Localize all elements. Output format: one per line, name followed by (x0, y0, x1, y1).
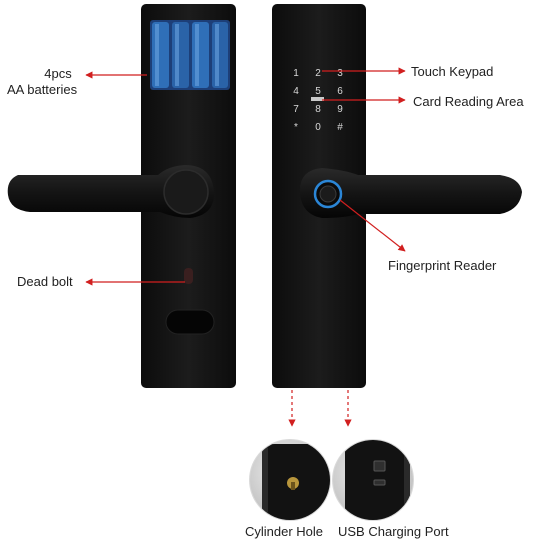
keypad-key: 7 (293, 104, 299, 115)
fingerprint-reader-label: Fingerprint Reader (388, 258, 497, 273)
usb-charging-port-label: USB Charging Port (338, 524, 449, 539)
card-reading-area-label: Card Reading Area (413, 94, 524, 109)
keypad-key: # (337, 122, 343, 133)
front-panel: 1 2 3 4 5 6 7 8 9 * 0 # (272, 4, 522, 388)
keypad-key: * (294, 122, 298, 133)
keypad-key: 5 (315, 86, 321, 97)
usb-port-detail (332, 439, 414, 521)
battery-compartment (150, 20, 230, 90)
touch-keypad: 1 2 3 4 5 6 7 8 9 * 0 # (293, 68, 343, 133)
rear-handle (7, 165, 215, 218)
batteries-label-line1: 4pcs (44, 66, 72, 81)
dead-bolt-label: Dead bolt (17, 274, 73, 289)
keypad-key: 2 (315, 68, 321, 79)
keypad-key: 4 (293, 86, 299, 97)
keypad-key: 8 (315, 104, 321, 115)
rear-slot (165, 309, 215, 335)
keypad-key: 1 (293, 68, 299, 79)
cylinder-hole-label: Cylinder Hole (245, 524, 324, 539)
usb-port (373, 460, 386, 472)
keypad-key: 9 (337, 104, 343, 115)
card-reader-mark (311, 97, 324, 101)
callout-arrows (85, 67, 406, 427)
batteries-label: 4pcs (28, 66, 88, 82)
rear-panel (7, 4, 236, 388)
touch-keypad-label: Touch Keypad (411, 64, 494, 79)
cylinder-hole-detail (249, 439, 331, 521)
keypad-key: 0 (315, 122, 321, 133)
keypad-key: 6 (337, 86, 343, 97)
batteries-label-line2: AA batteries (7, 82, 78, 97)
front-handle (300, 168, 522, 218)
dead-bolt-knob (184, 268, 193, 284)
keypad-key: 3 (337, 68, 343, 79)
aa-batteries (152, 22, 228, 88)
